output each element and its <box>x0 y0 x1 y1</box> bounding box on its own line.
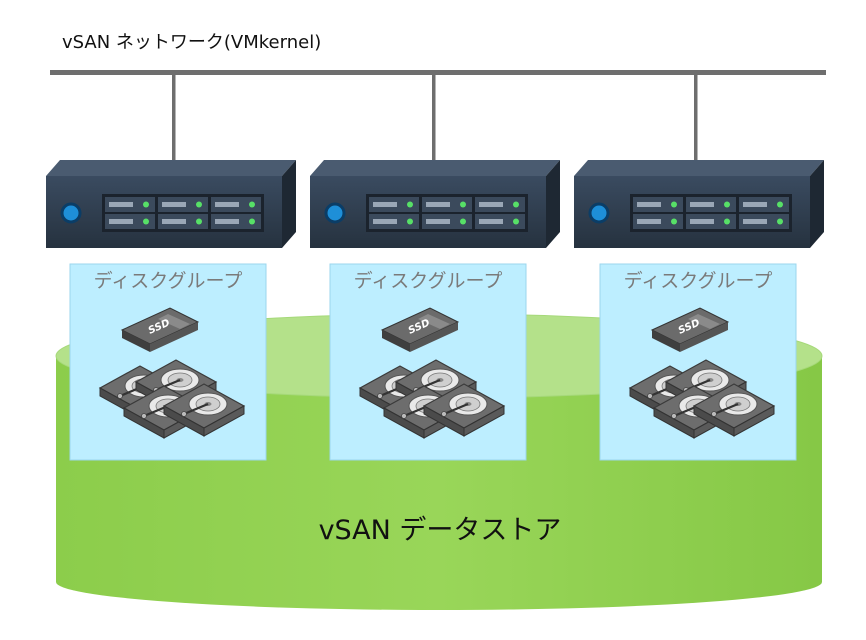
server-2 <box>310 160 560 248</box>
datastore-label: vSAN データストア <box>318 515 562 546</box>
server-1 <box>46 160 296 248</box>
power-button <box>324 202 346 224</box>
ssd-icon: SSD <box>120 307 200 352</box>
server-3 <box>574 160 824 248</box>
disk-group-label-2: ディスクグループ <box>353 270 503 292</box>
network-label: vSAN ネットワーク(VMkernel) <box>62 32 322 53</box>
disk-group-3: SSD <box>599 263 797 461</box>
power-button <box>588 202 610 224</box>
ssd-icon: SSD <box>380 307 460 352</box>
disk-group-1: SSD <box>69 263 267 461</box>
drive-bays <box>369 197 525 229</box>
power-button <box>60 202 82 224</box>
disk-group-label-1: ディスクグループ <box>93 270 243 292</box>
ssd-icon: SSD <box>650 307 730 352</box>
disk-group-label-3: ディスクグループ <box>623 270 773 292</box>
network-bus <box>50 70 826 160</box>
disk-group-2: SSD <box>329 263 527 461</box>
drive-bays <box>633 197 789 229</box>
drive-bays <box>105 197 261 229</box>
